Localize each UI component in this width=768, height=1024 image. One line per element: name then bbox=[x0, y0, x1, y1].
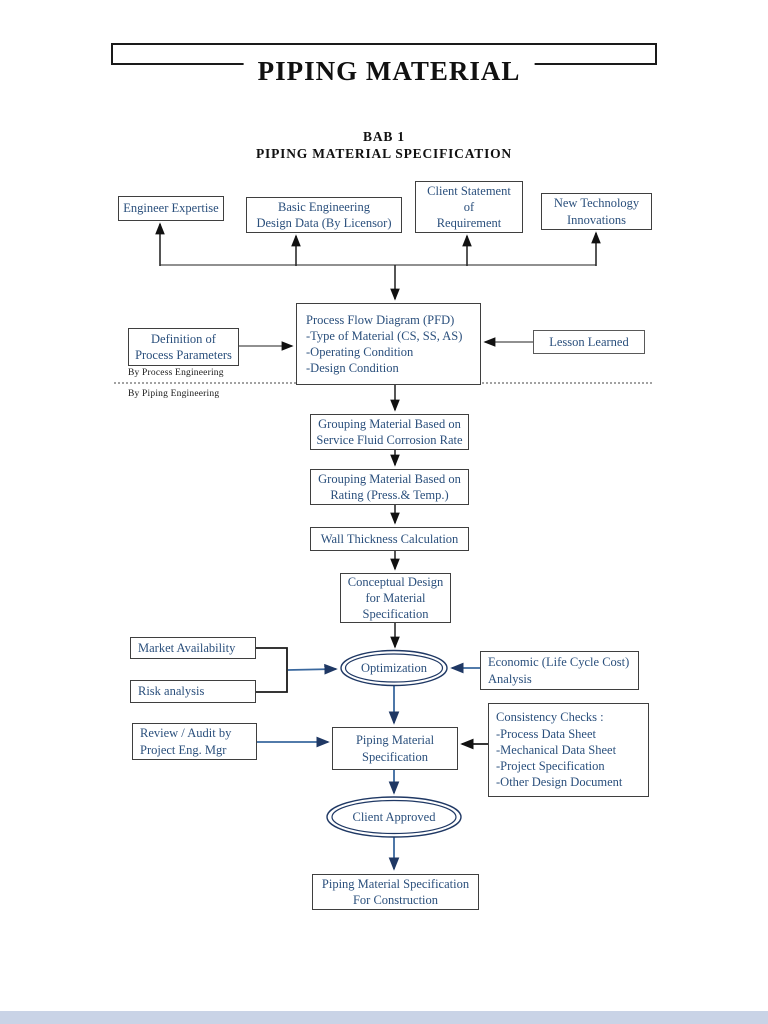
node-piping-material-specification: Piping Material Specification bbox=[332, 727, 458, 770]
by-piping-engineering-note: By Piping Engineering bbox=[128, 389, 220, 399]
label-line: Grouping Material Based on bbox=[318, 416, 461, 431]
label-line: Risk analysis bbox=[138, 684, 205, 699]
node-pms-for-construction: Piping Material Specification For Constr… bbox=[312, 874, 479, 910]
chapter-label: BAB 1 bbox=[363, 129, 405, 144]
label-line: Specification bbox=[362, 607, 429, 622]
label-line: Consistency Checks : bbox=[496, 710, 604, 725]
node-process-flow-diagram: Process Flow Diagram (PFD) -Type of Mate… bbox=[296, 303, 481, 385]
node-economic-analysis: Economic (Life Cycle Cost) Analysis bbox=[480, 651, 639, 690]
label-line: -Type of Material (CS, SS, AS) bbox=[306, 328, 463, 343]
node-review-audit: Review / Audit by Project Eng. Mgr bbox=[132, 723, 257, 760]
label-line: -Project Specification bbox=[496, 759, 605, 774]
label-line: for Material bbox=[365, 590, 426, 605]
node-client-statement: Client Statement of Requirement bbox=[415, 181, 523, 233]
label-line: Requirement bbox=[436, 216, 502, 231]
node-client-approved: Client Approved bbox=[352, 809, 436, 824]
label-line: Market Availability bbox=[138, 640, 236, 655]
label-line: Project Eng. Mgr bbox=[140, 742, 227, 757]
label-line: New Technology bbox=[553, 196, 640, 211]
node-risk-analysis: Risk analysis bbox=[130, 680, 256, 703]
node-optimization: Optimization bbox=[361, 660, 427, 675]
label-line: Engineer Expertise bbox=[123, 201, 219, 216]
node-consistency-checks: Consistency Checks : -Process Data Sheet… bbox=[488, 703, 649, 797]
label-line: -Mechanical Data Sheet bbox=[496, 742, 617, 757]
label-line: Specification bbox=[362, 749, 428, 764]
label-line: of bbox=[463, 199, 475, 214]
label-line: For Construction bbox=[352, 893, 439, 907]
page-subtitle: PIPING MATERIAL SPECIFICATION bbox=[256, 146, 512, 161]
node-new-technology: New Technology Innovations bbox=[541, 193, 652, 230]
label-line: Analysis bbox=[488, 671, 532, 686]
node-basic-engineering-data: Basic Engineering Design Data (By Licens… bbox=[246, 197, 402, 233]
node-lesson-learned: Lesson Learned bbox=[533, 330, 645, 354]
node-grouping-rating: Grouping Material Based on Rating (Press… bbox=[310, 469, 469, 505]
label-line: Rating (Press.& Temp.) bbox=[330, 488, 449, 502]
label-line: Economic (Life Cycle Cost) bbox=[488, 655, 630, 670]
label-line: Client Statement bbox=[427, 183, 511, 198]
label-line: Piping Material Specification bbox=[321, 876, 470, 891]
label-line: Conceptual Design bbox=[347, 574, 444, 589]
label-line: Grouping Material Based on bbox=[318, 471, 461, 486]
node-grouping-corrosion: Grouping Material Based on Service Fluid… bbox=[310, 414, 469, 450]
label-line: Piping Material bbox=[355, 733, 435, 748]
label-line: -Other Design Document bbox=[496, 775, 623, 790]
node-engineer-expertise: Engineer Expertise bbox=[118, 196, 224, 221]
node-conceptual-design: Conceptual Design for Material Specifica… bbox=[340, 573, 451, 623]
label-line: Lesson Learned bbox=[549, 334, 629, 349]
label-line: -Process Data Sheet bbox=[496, 726, 596, 741]
label-line: Basic Engineering bbox=[278, 199, 370, 214]
label-line: Process Parameters bbox=[135, 348, 232, 362]
label-line: Wall Thickness Calculation bbox=[320, 531, 459, 546]
label-line: Design Data (By Licensor) bbox=[256, 216, 392, 230]
label-line: -Operating Condition bbox=[306, 345, 414, 359]
label-line: Process Flow Diagram (PFD) bbox=[306, 312, 455, 327]
label-line: Service Fluid Corrosion Rate bbox=[316, 433, 463, 447]
footer-bar bbox=[0, 1011, 768, 1024]
client-approved-ellipse bbox=[326, 796, 462, 838]
optimization-ellipse bbox=[340, 649, 448, 687]
node-market-availability: Market Availability bbox=[130, 637, 256, 659]
label-line: -Design Condition bbox=[306, 361, 399, 376]
node-definition-process-parameters: Definition of Process Parameters bbox=[128, 328, 239, 366]
node-wall-thickness: Wall Thickness Calculation bbox=[310, 527, 469, 551]
by-process-engineering-note: By Process Engineering bbox=[128, 368, 224, 378]
label-line: Definition of bbox=[151, 331, 216, 346]
page-title: PIPING MATERIAL bbox=[243, 56, 535, 87]
label-line: Innovations bbox=[566, 212, 627, 227]
label-line: Review / Audit by bbox=[140, 726, 232, 741]
